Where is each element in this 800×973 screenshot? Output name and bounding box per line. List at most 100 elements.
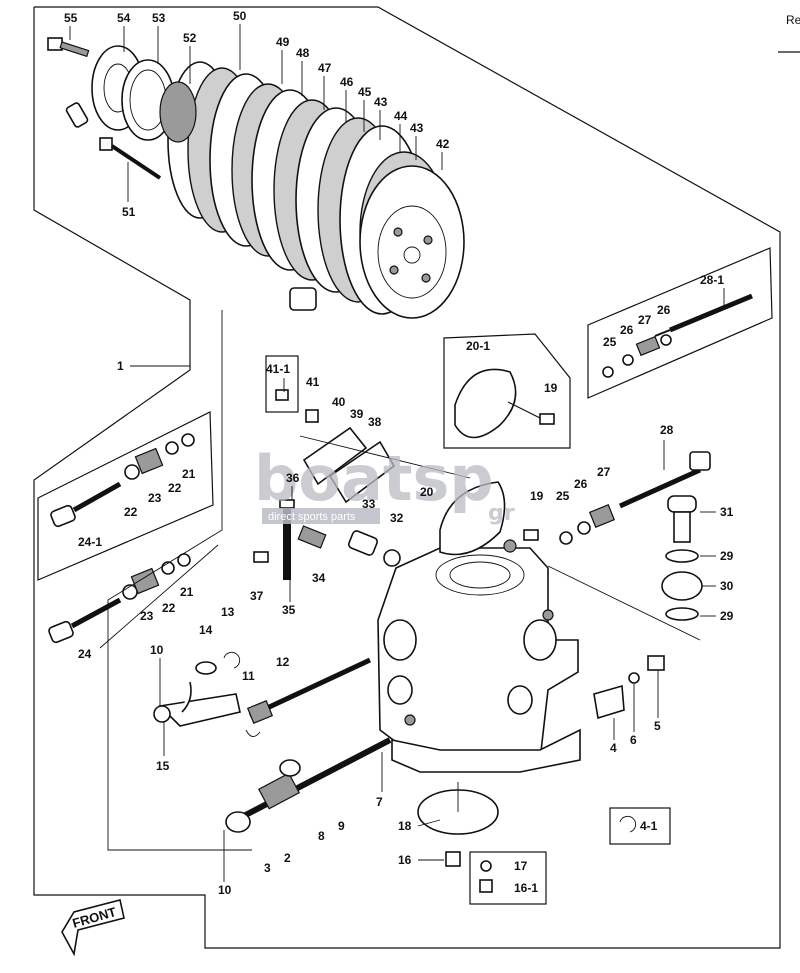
inset-box-41-1	[265, 355, 299, 413]
inset-box-24-1	[37, 411, 214, 581]
callout-20: 20	[420, 485, 434, 499]
callout-8: 8	[318, 829, 325, 843]
callout-42: 42	[436, 137, 450, 151]
callout-36: 36	[286, 471, 300, 485]
callout-30: 30	[720, 579, 734, 593]
callout-26-c: 26	[574, 477, 588, 491]
watermark-logo-text: boatsp	[254, 442, 494, 515]
spring-27	[588, 504, 616, 528]
carburetor-body	[377, 539, 581, 773]
callout-39: 39	[350, 407, 364, 421]
inset-box-20-1	[443, 333, 571, 449]
callout-7: 7	[376, 795, 383, 809]
callout-14: 14	[199, 623, 213, 637]
callout-21-a: 21	[182, 467, 196, 481]
callout-2: 2	[284, 851, 291, 865]
needle-valve-28	[618, 467, 702, 509]
bolt-51	[99, 137, 162, 180]
callout-37: 37	[250, 589, 264, 603]
callout-22-a: 22	[168, 481, 182, 495]
washer-17	[480, 860, 492, 872]
callout-19-b: 19	[530, 489, 544, 503]
callout-21-b: 21	[180, 585, 194, 599]
callout-31: 31	[720, 505, 734, 519]
clutch-plate-stack	[167, 61, 465, 319]
callout-10-a: 10	[150, 643, 164, 657]
throttle-lever	[153, 651, 372, 737]
callout-28-1: 28-1	[700, 273, 724, 287]
callout-23-b: 23	[140, 609, 154, 623]
callout-4-1: 4-1	[640, 819, 658, 833]
callout-leaders	[69, 24, 725, 882]
mixture-screw-24-1	[50, 433, 195, 528]
callout-15: 15	[156, 759, 170, 773]
mixture-screw-24	[48, 553, 191, 644]
callout-45: 45	[358, 85, 372, 99]
callout-51: 51	[122, 205, 136, 219]
callout-22-b: 22	[124, 505, 138, 519]
watermark-suffix: gr	[488, 501, 515, 526]
callout-49: 49	[276, 35, 290, 49]
callout-11: 11	[242, 669, 255, 683]
callout-4: 4	[610, 741, 617, 755]
callout-26-a: 26	[657, 303, 671, 317]
callout-50: 50	[233, 9, 247, 23]
watermark-logo: boatsp gr direct sports parts	[254, 442, 515, 526]
callout-46: 46	[340, 75, 354, 89]
banjo-fitting	[661, 495, 703, 621]
callout-20-1: 20-1	[466, 339, 490, 353]
callout-1: 1	[117, 359, 124, 373]
callout-labels: 55 54 53 50 52 49 48 47 46 45 43 44 43 4…	[64, 9, 734, 897]
assembly-outline	[33, 6, 781, 949]
callout-55: 55	[64, 11, 78, 25]
callout-16-1: 16-1	[514, 881, 538, 895]
callout-40: 40	[332, 395, 346, 409]
callout-12: 12	[276, 655, 290, 669]
callout-32: 32	[390, 511, 404, 525]
inner-group-outline	[107, 310, 252, 851]
callout-19-a: 19	[544, 381, 558, 395]
reference-text: Re	[786, 13, 800, 27]
needle-valve-28-1	[602, 293, 753, 378]
washer-26	[577, 521, 591, 535]
callout-24-1: 24-1	[78, 535, 102, 549]
bracket-4	[593, 655, 665, 720]
bracket-plates	[302, 409, 396, 504]
callout-6: 6	[630, 733, 637, 747]
callout-9: 9	[338, 819, 345, 833]
inset-box-4-1	[609, 807, 671, 845]
callout-48: 48	[296, 46, 310, 60]
bolt-55	[47, 37, 90, 58]
callout-25-a: 25	[603, 335, 617, 349]
callout-26-b: 26	[620, 323, 634, 337]
callout-10-b: 10	[218, 883, 232, 897]
front-arrow-icon: FRONT	[61, 899, 125, 957]
leader-24	[99, 544, 219, 649]
callout-52: 52	[183, 31, 197, 45]
callout-23-a: 23	[148, 491, 162, 505]
needle-valve-head	[689, 451, 711, 471]
callout-27-b: 27	[597, 465, 611, 479]
callout-28: 28	[660, 423, 674, 437]
callout-44: 44	[394, 109, 408, 123]
callout-38: 38	[368, 415, 382, 429]
inset-box-28-1	[587, 247, 773, 399]
callout-29-b: 29	[720, 609, 734, 623]
callout-47: 47	[318, 61, 332, 75]
callout-18: 18	[398, 819, 412, 833]
callout-13: 13	[221, 605, 235, 619]
callout-43-b: 43	[410, 121, 424, 135]
callout-24: 24	[78, 647, 92, 661]
callout-43-a: 43	[374, 95, 388, 109]
choke-shaft	[225, 737, 392, 833]
inset-box-16-1	[469, 851, 547, 905]
callout-34: 34	[312, 571, 326, 585]
callout-54: 54	[117, 11, 131, 25]
callout-16: 16	[398, 853, 412, 867]
callout-53: 53	[152, 11, 166, 25]
callout-35: 35	[282, 603, 296, 617]
housing-plate	[65, 45, 197, 143]
callout-3: 3	[264, 861, 271, 875]
